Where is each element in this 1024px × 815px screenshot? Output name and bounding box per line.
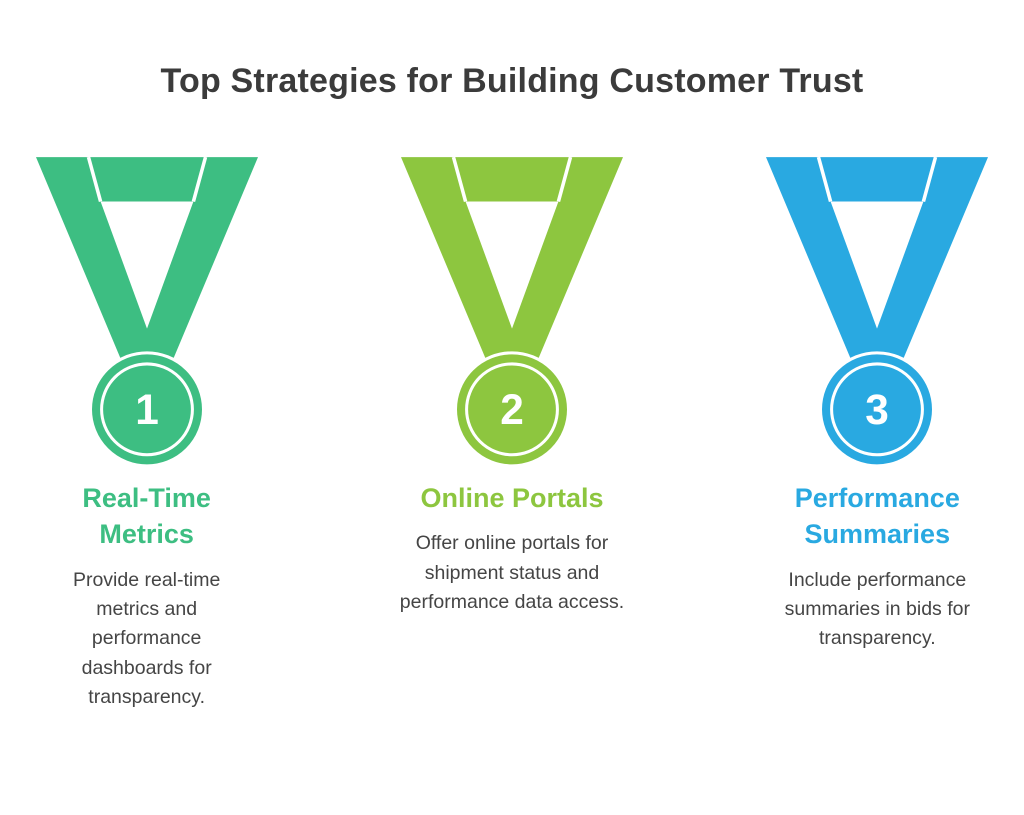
medal-inner-ring — [465, 362, 559, 457]
medal-number: 3 — [866, 386, 890, 433]
ribbon-hollow — [830, 201, 924, 329]
strategy-description: Include performance summaries in bids fo… — [784, 568, 970, 650]
medal-number: 1 — [135, 386, 159, 433]
strategy-columns: 1 Real-Time Metrics Provide real-time me… — [0, 157, 1024, 712]
strategy-description: Offer online portals for shipment status… — [399, 532, 625, 613]
medal-number: 2 — [500, 386, 524, 433]
ribbon-fold-right — [191, 157, 207, 202]
page-title: Top Strategies for Building Customer Tru… — [160, 62, 864, 100]
strategy-heading: Online Portals — [420, 483, 604, 513]
medal-ribbon-icon-1: 1 — [35, 157, 258, 468]
ribbon-fold-right — [922, 157, 938, 202]
ribbon-fold-right — [556, 157, 573, 202]
medal-ribbon-icon-3: 3 — [766, 157, 989, 468]
medal-ribbon-icon-2: 2 — [400, 157, 623, 468]
medal-disc — [453, 351, 571, 468]
ribbon-hollow — [100, 201, 194, 329]
medal-inner-ring — [99, 362, 194, 457]
strategy-description: Provide real-time metrics and performanc… — [72, 568, 221, 708]
strategy-column-3: 3 Performance Summaries Include performa… — [731, 157, 1024, 654]
strategy-heading: Performance Summaries — [794, 483, 960, 550]
ribbon-fold-left — [451, 157, 468, 202]
medal-inner-ring — [830, 362, 925, 457]
medal-disc — [819, 351, 936, 468]
strategy-column-1: 1 Real-Time Metrics Provide real-time me… — [0, 157, 293, 712]
ribbon-hollow — [465, 201, 559, 329]
medal-disc — [88, 351, 205, 468]
ribbon-fold-left — [86, 157, 102, 202]
strategy-heading: Real-Time Metrics — [82, 483, 211, 550]
ribbon-fold-left — [817, 157, 833, 202]
strategy-column-2: 2 Online Portals Offer online portals fo… — [365, 157, 658, 617]
